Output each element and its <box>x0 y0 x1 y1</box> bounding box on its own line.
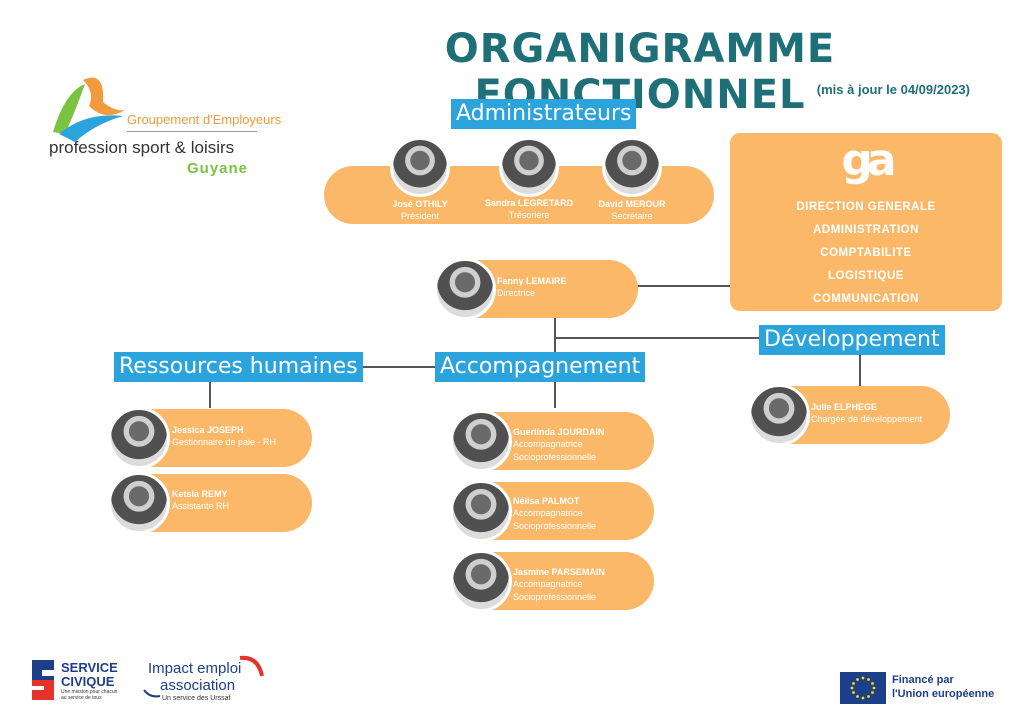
update-date: (mis à jour le 04/09/2023) <box>816 82 970 97</box>
label-administrateurs: Administrateurs <box>451 99 637 129</box>
acc-role: Socioprofessionnelle <box>513 521 597 531</box>
acc-role: Socioprofessionnelle <box>513 452 597 462</box>
avatar <box>748 384 810 446</box>
direction-item: DIRECTION GENERALE <box>796 201 936 213</box>
connector-line <box>554 318 556 380</box>
avatar <box>450 550 512 612</box>
avatar <box>108 407 170 469</box>
service-civique-line2: CIVIQUE <box>61 674 115 689</box>
service-civique-line1: SERVICE <box>61 660 118 675</box>
connector-line <box>554 378 556 408</box>
gpsl-logo: Groupement d'Employeurs profession sport… <box>45 72 281 182</box>
impact-tagline: Un service des Urssaf <box>162 695 231 702</box>
rh-name: Ketsia REMY <box>172 489 228 499</box>
acc-role: Socioprofessionnelle <box>513 592 597 602</box>
page-title: ORGANIGRAMME FONCTIONNEL <box>444 26 836 118</box>
service-civique-tagline: Une mission pour chacun <box>61 689 118 695</box>
logo-line1: Groupement d'Employeurs <box>127 112 282 127</box>
avatar <box>602 137 662 197</box>
acc-role: Accompagnatrice <box>513 579 583 589</box>
direction-item: COMPTABILITE <box>820 247 912 259</box>
avatar <box>450 480 512 542</box>
director-role: Directrice <box>497 288 536 298</box>
avatar <box>390 137 450 197</box>
rh-role: Gestionnaire de paie - RH <box>172 437 277 447</box>
label-ressources-humaines: Ressources humaines <box>114 352 363 382</box>
acc-role: Accompagnatrice <box>513 508 583 518</box>
eu-logo: Financé par l'Union européenne <box>840 672 1000 706</box>
impact-swoosh-icon <box>143 689 161 698</box>
admin-name: Sandra LEGRETARD <box>484 198 574 208</box>
service-civique-logo: SERVICE CIVIQUE Une mission pour chacun … <box>28 656 138 706</box>
admin-role: Trésorière <box>508 210 550 220</box>
director-name: Fanny LEMAIRE <box>497 276 567 286</box>
logo-line2: profession sport & loisirs <box>49 138 235 157</box>
connector-line <box>637 285 730 287</box>
impact-arc-icon <box>239 655 264 677</box>
avatar <box>499 137 559 197</box>
service-civique-icon <box>32 660 54 700</box>
direction-item: COMMUNICATION <box>813 293 919 305</box>
connector-line <box>360 366 438 368</box>
connector-line <box>859 352 861 386</box>
dev-role: Chargée de développement <box>811 414 923 424</box>
ga-logo-icon: ga <box>841 135 896 186</box>
eu-line1: Financé par <box>892 674 954 686</box>
admin-name: David MEROUR <box>598 199 666 209</box>
rh-name: Jessica JOSEPH <box>172 425 244 435</box>
connector-line <box>209 378 211 408</box>
direction-item: LOGISTIQUE <box>828 270 904 282</box>
acc-name: Jasmine PARSEMAIN <box>513 567 605 577</box>
direction-item: ADMINISTRATION <box>813 224 919 236</box>
logo-divider <box>127 131 257 132</box>
impact-line2: association <box>160 677 236 694</box>
dev-name: Julie ELPHEGE <box>811 402 878 412</box>
admin-role: Président <box>400 211 440 221</box>
admin-role: Secrétaire <box>611 211 653 221</box>
acc-name: Guerlinda JOURDAIN <box>513 427 605 437</box>
avatar <box>434 258 496 320</box>
acc-name: Nélisa PALMOT <box>513 496 580 506</box>
logo-swoosh-icon <box>53 77 125 142</box>
label-developpement: Développement <box>759 325 945 355</box>
direction-box: ga DIRECTION GENERALE ADMINISTRATION COM… <box>730 133 1002 311</box>
impact-emploi-logo: Impact emploi association Un service des… <box>140 652 270 707</box>
impact-line1: Impact emploi <box>148 660 242 677</box>
eu-flag-icon <box>840 672 886 704</box>
acc-role: Accompagnatrice <box>513 439 583 449</box>
admin-name: José OTHILY <box>392 199 448 209</box>
avatar <box>108 472 170 534</box>
eu-line2: l'Union européenne <box>892 688 995 700</box>
label-accompagnement: Accompagnement <box>435 352 646 382</box>
connector-line <box>554 337 760 339</box>
logo-line3: Guyane <box>187 160 249 177</box>
avatar <box>450 410 512 472</box>
rh-role: Assistante RH <box>172 501 230 511</box>
service-civique-tagline: au service de tous <box>61 695 102 701</box>
